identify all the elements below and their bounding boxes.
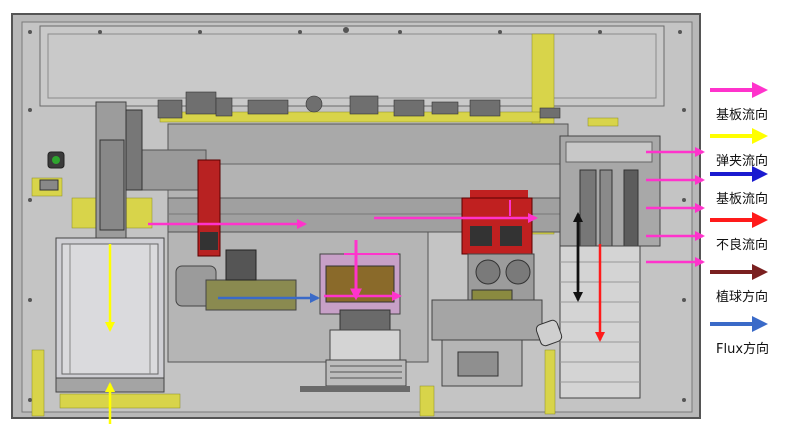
arrow-right-icon xyxy=(710,212,768,228)
arrow-right-icon xyxy=(710,82,768,98)
legend-label: Flux方向 xyxy=(716,342,770,357)
legend-label: 植球方向 xyxy=(716,290,769,305)
legend-label: 基板流向 xyxy=(716,192,769,207)
arrow-right-icon xyxy=(710,166,768,182)
legend-label: 基板流向 xyxy=(716,108,769,123)
arrow-right-icon xyxy=(710,264,768,280)
legend-item-5: Flux方向 xyxy=(706,314,800,357)
legend-item-3: 不良流向 xyxy=(706,210,800,253)
arrow-right-icon xyxy=(710,316,768,332)
legend-item-0: 基板流向 xyxy=(706,80,800,123)
legend-item-1: 弹夹流向 xyxy=(706,126,800,169)
legend-item-4: 植球方向 xyxy=(706,262,800,305)
legend-item-2: 基板流向 xyxy=(706,164,800,207)
flow-arrows xyxy=(105,147,705,424)
top-mechanisms xyxy=(157,91,561,119)
legend-label: 弹夹流向 xyxy=(716,154,769,169)
legend-label: 不良流向 xyxy=(716,238,769,253)
arrow-right-icon xyxy=(710,128,768,144)
